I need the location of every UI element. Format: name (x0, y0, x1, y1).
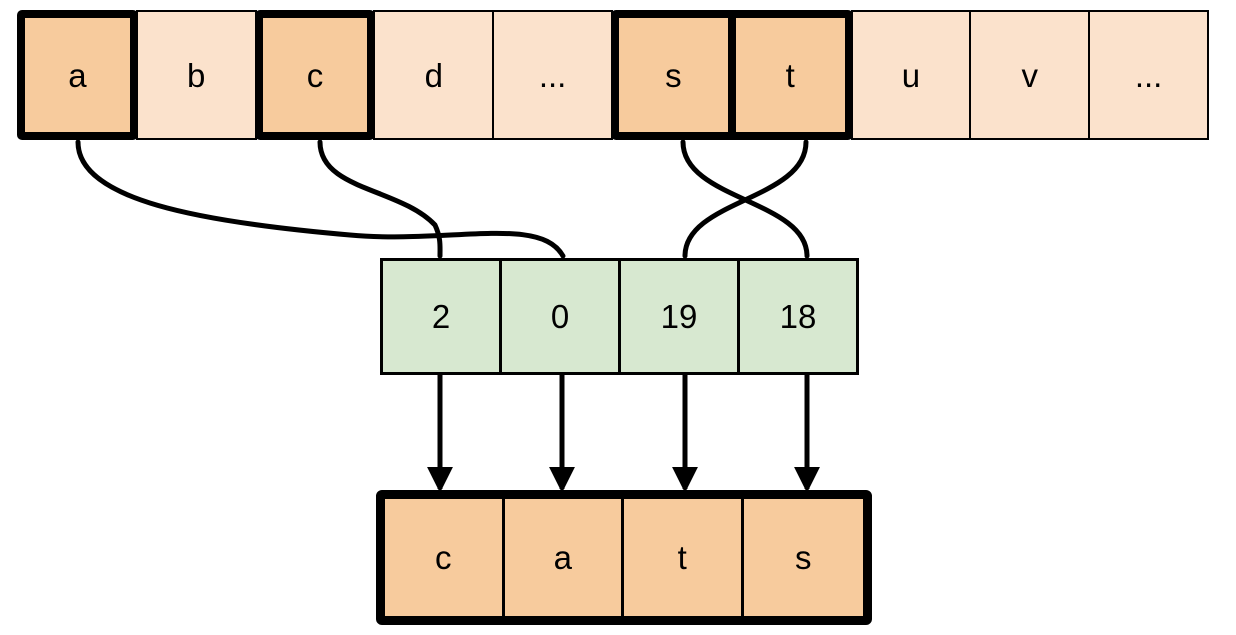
result-cell-label: t (677, 539, 687, 576)
index-strip: 2 0 19 18 (380, 258, 868, 375)
index-cell-3[interactable]: 18 (737, 258, 859, 375)
curve-t-to-19 (682, 139, 809, 259)
alphabet-cell-label: s (665, 56, 682, 94)
alphabet-cell-label: c (306, 56, 324, 94)
curve-s-to-18 (680, 139, 810, 259)
curve-c-to-2 (317, 139, 443, 259)
alphabet-cell-label: v (1021, 56, 1039, 94)
alphabet-cell-u[interactable]: u (850, 10, 972, 140)
alphabet-cell-c[interactable]: c (254, 10, 376, 140)
curve-a-to-0 (75, 139, 566, 259)
result-cell-3[interactable]: s (743, 499, 863, 616)
alphabet-cell-label: t (785, 56, 795, 94)
result-cell-2[interactable]: t (624, 499, 744, 616)
alphabet-cell-ellipsis-2[interactable]: ... (1088, 10, 1209, 140)
result-cell-label: a (553, 539, 572, 576)
index-cell-label: 2 (431, 298, 451, 335)
alphabet-cell-d[interactable]: d (373, 10, 495, 140)
index-cell-label: 18 (779, 298, 817, 335)
index-cell-2[interactable]: 19 (618, 258, 740, 375)
alphabet-cell-t[interactable]: t (731, 10, 853, 140)
index-cell-label: 19 (660, 298, 698, 335)
alphabet-cell-v[interactable]: v (969, 10, 1091, 140)
alphabet-cell-a[interactable]: a (17, 10, 138, 140)
alphabet-cell-label: u (901, 56, 921, 94)
alphabet-cell-s[interactable]: s (610, 10, 732, 140)
alphabet-strip: a b c d ... s t u v ... (17, 10, 1225, 140)
result-cell-0[interactable]: c (385, 499, 505, 616)
result-cell-label: s (795, 539, 812, 576)
alphabet-cell-label: b (187, 56, 206, 94)
alphabet-cell-label: d (424, 56, 443, 94)
result-word-strip: c a t s (376, 490, 872, 625)
alphabet-cell-ellipsis-1[interactable]: ... (492, 10, 613, 140)
index-cell-0[interactable]: 2 (380, 258, 502, 375)
alphabet-cell-b[interactable]: b (135, 10, 257, 140)
alphabet-cell-label: a (68, 56, 87, 94)
result-cell-label: c (435, 539, 452, 576)
index-cell-1[interactable]: 0 (499, 258, 621, 375)
result-cell-1[interactable]: a (504, 499, 624, 616)
index-cell-label: 0 (550, 298, 570, 335)
alphabet-cell-label: ... (1134, 56, 1163, 94)
alphabet-cell-label: ... (538, 56, 567, 94)
